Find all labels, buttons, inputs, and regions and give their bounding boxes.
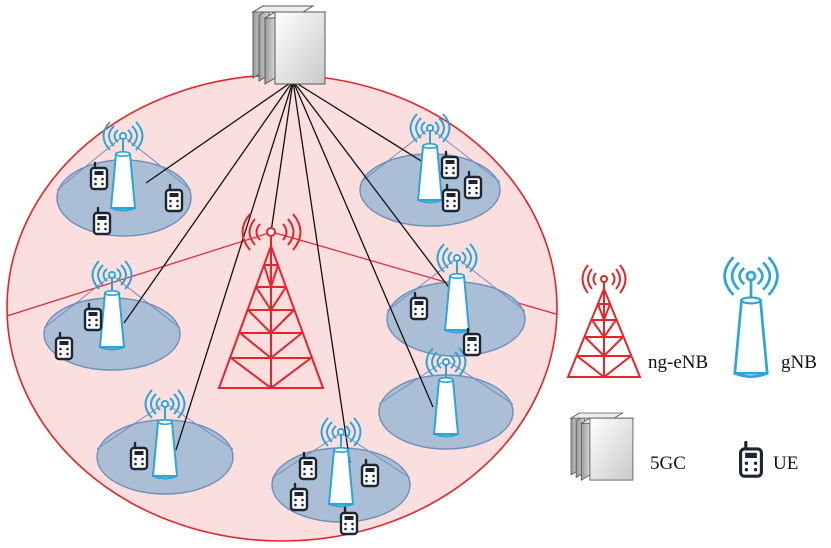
ue-icon — [440, 150, 460, 180]
legend-ue-icon — [739, 440, 763, 478]
sector-line-left — [6, 231, 273, 317]
ng-enb-tower-icon — [217, 213, 325, 390]
legend-gnb-label: gNB — [781, 352, 817, 373]
ue-icon — [462, 327, 482, 357]
core-links — [123, 80, 461, 464]
legend-ng-enb-label: ng-eNB — [648, 352, 708, 373]
ue-icon — [83, 302, 103, 332]
ue-icon — [339, 506, 359, 536]
ue-icon — [92, 206, 112, 236]
ue-icon — [289, 482, 309, 512]
ue-icon — [129, 441, 149, 471]
core-server-icon — [252, 5, 326, 85]
legend-ng-enb-icon — [566, 264, 642, 379]
ue-icon — [164, 183, 184, 213]
legend: ng-eNB gNB 5GC UE — [566, 255, 817, 481]
legend-ue-label: UE — [773, 453, 798, 474]
ue-icon — [409, 291, 429, 321]
ue-icon — [360, 458, 380, 488]
ue-icon — [89, 161, 109, 191]
legend-core-label: 5GC — [650, 453, 686, 474]
ue-icon — [298, 451, 318, 481]
legend-gnb-icon — [723, 255, 779, 379]
ue-icon — [463, 170, 483, 200]
legend-core-icon — [570, 412, 634, 481]
ue-icon — [54, 331, 74, 361]
ue-icon — [441, 183, 461, 213]
